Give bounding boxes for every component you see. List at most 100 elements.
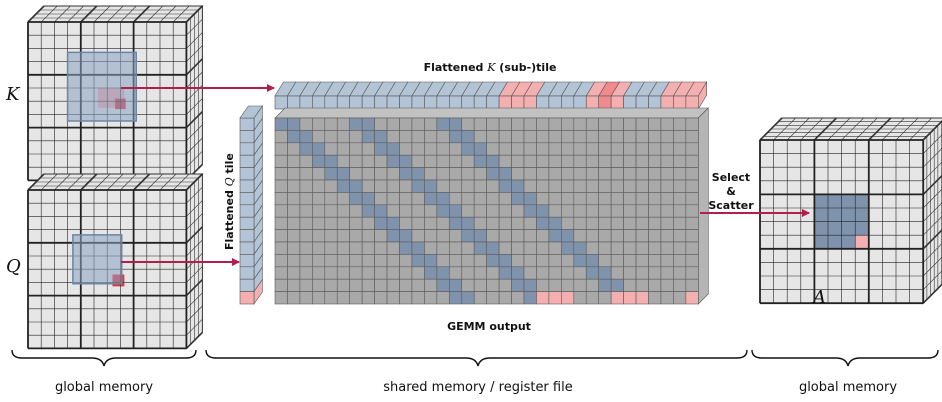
select-label: Select	[712, 171, 750, 184]
gemm-cell	[448, 278, 463, 292]
gemm-cell	[648, 179, 662, 193]
gemm-cell	[448, 179, 463, 193]
gemm-cell	[424, 154, 438, 168]
gemm-cell	[561, 167, 575, 181]
gemm-cell	[523, 241, 537, 255]
gemm-cell	[660, 291, 674, 305]
flat-k-cell	[424, 95, 438, 110]
gemm-cell	[498, 167, 512, 181]
gemm-cell	[436, 291, 450, 305]
gemm-cell	[312, 142, 326, 156]
gemm-cell	[374, 117, 388, 131]
gemm-cell	[461, 266, 475, 280]
gemm-cell	[585, 241, 599, 255]
gemm-cell	[424, 216, 438, 230]
gemm-cell	[386, 130, 400, 144]
gemm-cell	[660, 216, 674, 230]
gemm-cell	[299, 229, 313, 243]
gemm-cell	[660, 229, 674, 243]
gemm-cell	[685, 130, 699, 144]
gemm-cell	[374, 229, 388, 243]
gemm-cell	[561, 179, 575, 193]
flat-q-cell	[239, 192, 255, 206]
gemm-cell	[598, 204, 612, 218]
flat-k-cell	[573, 95, 587, 110]
gemm-cell	[511, 291, 525, 305]
gemm-cell	[685, 167, 699, 181]
gemm-cell	[399, 204, 413, 218]
gemm-cell	[312, 154, 326, 168]
gemm-cell	[411, 241, 425, 255]
gemm-cell	[598, 179, 612, 193]
gemm-cell	[349, 278, 363, 292]
gemm-cell	[324, 154, 338, 168]
gemm-cell	[436, 216, 450, 230]
gemm-cell	[498, 254, 512, 268]
gemm-cell	[461, 130, 475, 144]
gemm-cell	[274, 179, 288, 193]
gemm-cell	[536, 229, 550, 243]
gemm-cell	[511, 142, 525, 156]
gemm-cell	[274, 241, 288, 255]
gemm-cell	[486, 117, 500, 131]
caption-left: global memory	[55, 380, 153, 395]
gemm-cell	[287, 154, 301, 168]
gemm-cell	[635, 117, 649, 131]
gemm-cell	[635, 154, 649, 168]
gemm-cell	[511, 192, 525, 206]
gemm-cell	[287, 278, 301, 292]
flat-k-cell	[685, 95, 699, 110]
flattened-q-title: Flattened Q tile	[223, 153, 236, 250]
gemm-cell	[411, 179, 425, 193]
gemm-cell	[573, 167, 587, 181]
gemm-cell	[312, 167, 326, 181]
k-tile-overlay	[66, 51, 137, 122]
gemm-cell	[436, 192, 450, 206]
gemm-cell	[536, 117, 550, 131]
gemm-cell	[374, 192, 388, 206]
gemm-cell	[299, 179, 313, 193]
gemm-cell	[673, 291, 687, 305]
gemm-cell	[274, 142, 288, 156]
flat-k-cell	[585, 95, 599, 110]
gemm-cell	[498, 278, 512, 292]
gemm-cell	[473, 142, 487, 156]
gemm-cell	[312, 291, 326, 305]
gemm-cell	[648, 216, 662, 230]
gemm-cell	[424, 254, 438, 268]
gemm-cell	[361, 216, 375, 230]
flat-k-cell	[312, 95, 326, 110]
gemm-cell	[561, 254, 575, 268]
gemm-cell	[585, 291, 599, 305]
gemm-cell	[585, 229, 599, 243]
cube-top-face	[26, 173, 204, 191]
gemm-cell	[461, 229, 475, 243]
gemm-cell	[548, 130, 562, 144]
a-output-cell	[855, 235, 869, 249]
flat-k-cell	[498, 95, 512, 110]
gemm-cell	[610, 216, 624, 230]
gemm-cell	[498, 130, 512, 144]
gemm-cell	[361, 291, 375, 305]
gemm-cell	[548, 154, 562, 168]
flat-q-cell	[239, 278, 255, 292]
gemm-cell	[436, 278, 450, 292]
gemm-cell	[473, 154, 487, 168]
gemm-cell	[573, 278, 587, 292]
gemm-cell	[673, 179, 687, 193]
gemm-cell	[523, 192, 537, 206]
gemm-cell	[673, 154, 687, 168]
gemm-cell	[436, 167, 450, 181]
gemm-cell	[349, 167, 363, 181]
gemm-cell	[685, 254, 699, 268]
flat-q-cell	[239, 204, 255, 218]
gemm-cell	[399, 130, 413, 144]
gemm-cell	[448, 266, 463, 280]
gemm-cell	[299, 154, 313, 168]
gemm-cell	[523, 167, 537, 181]
gemm-cell	[274, 117, 288, 131]
flat-k-cell	[461, 95, 475, 110]
gemm-cell	[461, 154, 475, 168]
gemm-cell	[561, 266, 575, 280]
gemm-cell	[287, 167, 301, 181]
